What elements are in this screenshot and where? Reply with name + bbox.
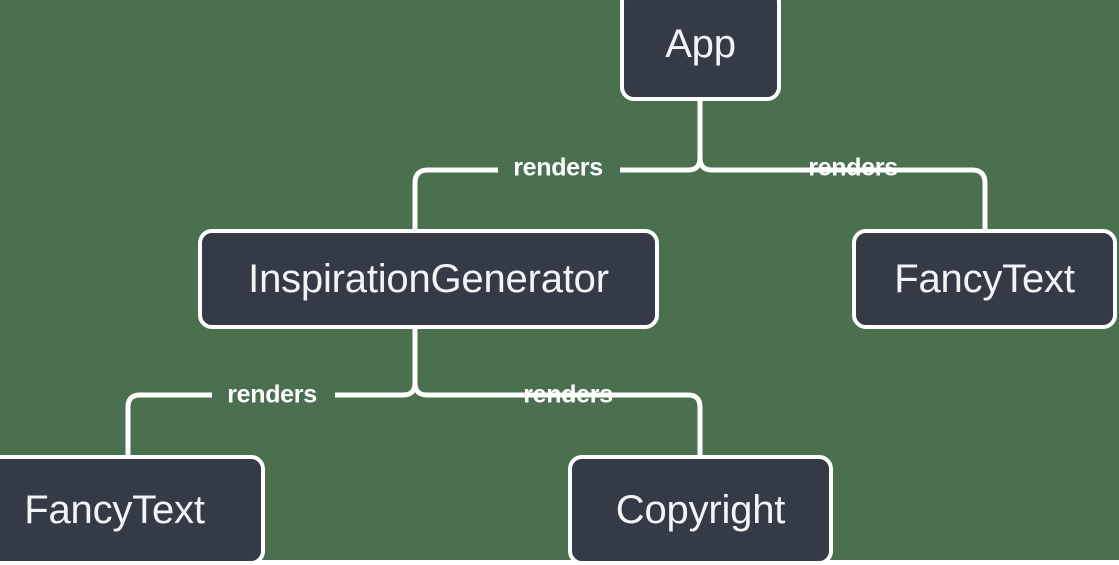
connector-app-to-fancytext (712, 167, 988, 229)
connector-app-stem-left (620, 157, 703, 173)
edge-label-app-to-inspiration-generator: renders (513, 153, 603, 182)
connector-inspiration-to-copyright (427, 392, 703, 455)
node-fancytext-right-label: FancyText (894, 256, 1075, 301)
node-inspiration-generator-label: InspirationGenerator (248, 256, 609, 301)
connector-app-to-inspiration (412, 167, 498, 229)
node-fancytext-right[interactable]: FancyText (852, 229, 1117, 329)
edge-label-app-to-fancytext-right: renders (808, 153, 898, 182)
node-fancytext-bottom-left[interactable]: FancyText (0, 455, 265, 565)
edge-label-inspiration-generator-to-copyright: renders (523, 380, 613, 409)
node-copyright-label: Copyright (615, 487, 786, 532)
node-app[interactable]: App (620, 0, 781, 101)
connector-inspiration-stem-left (335, 382, 418, 398)
edge-label-inspiration-generator-to-fancytext: renders (227, 380, 317, 409)
node-app-label: App (665, 22, 736, 66)
connector-inspiration-to-fancytext (125, 392, 212, 455)
node-fancytext-bottom-left-label: FancyText (24, 487, 205, 532)
node-copyright[interactable]: Copyright (568, 455, 833, 565)
node-inspiration-generator[interactable]: InspirationGenerator (198, 229, 659, 329)
